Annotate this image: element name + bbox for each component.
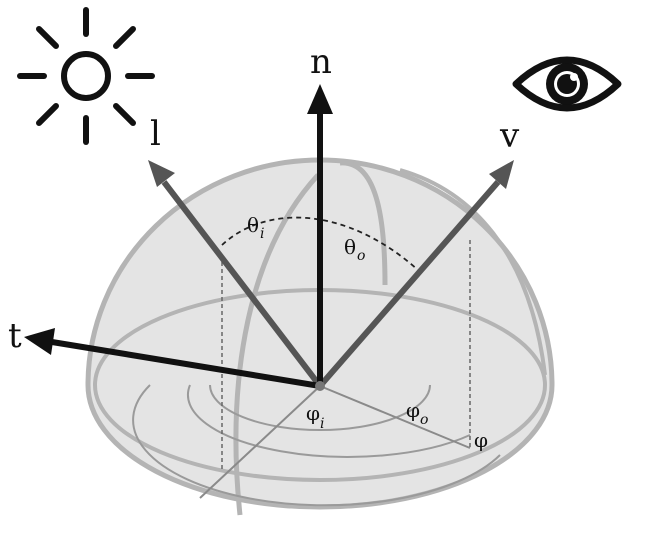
theta-o-label: θ o	[344, 235, 365, 264]
theta-i-symbol: θ	[247, 213, 259, 237]
tangent-label: t	[8, 316, 22, 356]
hemisphere-meridian-front	[233, 173, 320, 516]
phi-o-label: φ o	[406, 398, 428, 428]
phi-o-subscript: o	[420, 412, 428, 428]
phi-i-subscript: i	[320, 416, 324, 432]
phi-label: φ	[474, 428, 488, 452]
phi-i-label: φ i	[306, 401, 324, 432]
normal-vector-head	[307, 84, 333, 114]
tangent-vector	[51, 339, 321, 389]
phi-arc-outer	[132, 384, 501, 507]
view-label: v	[499, 116, 520, 156]
theta-o-symbol: θ	[344, 235, 356, 259]
view-vector-head	[489, 160, 514, 189]
normal-label: n	[310, 42, 332, 82]
theta-i-subscript: i	[260, 226, 264, 242]
tangent-vector-head	[24, 328, 55, 355]
sun-icon	[17, 7, 155, 145]
light-vector	[161, 180, 323, 388]
base-line-to-phi-o	[319, 385, 471, 449]
light-vector-head	[148, 160, 175, 187]
phi-o-symbol: φ	[406, 398, 420, 422]
view-vector	[317, 180, 501, 388]
eye-icon	[512, 56, 622, 112]
surface-point	[315, 381, 325, 391]
hemisphere-meridian-back	[339, 160, 388, 286]
hemisphere-meridian-right	[399, 168, 547, 376]
base-line-to-front	[199, 385, 321, 499]
phi-arc-middle	[187, 384, 471, 458]
theta-arc	[221, 216, 419, 271]
vectors	[24, 84, 514, 391]
theta-i-label: θ i	[247, 213, 264, 242]
phi-i-symbol: φ	[306, 401, 320, 425]
theta-o-subscript: o	[357, 248, 365, 264]
light-label: l	[150, 114, 161, 154]
